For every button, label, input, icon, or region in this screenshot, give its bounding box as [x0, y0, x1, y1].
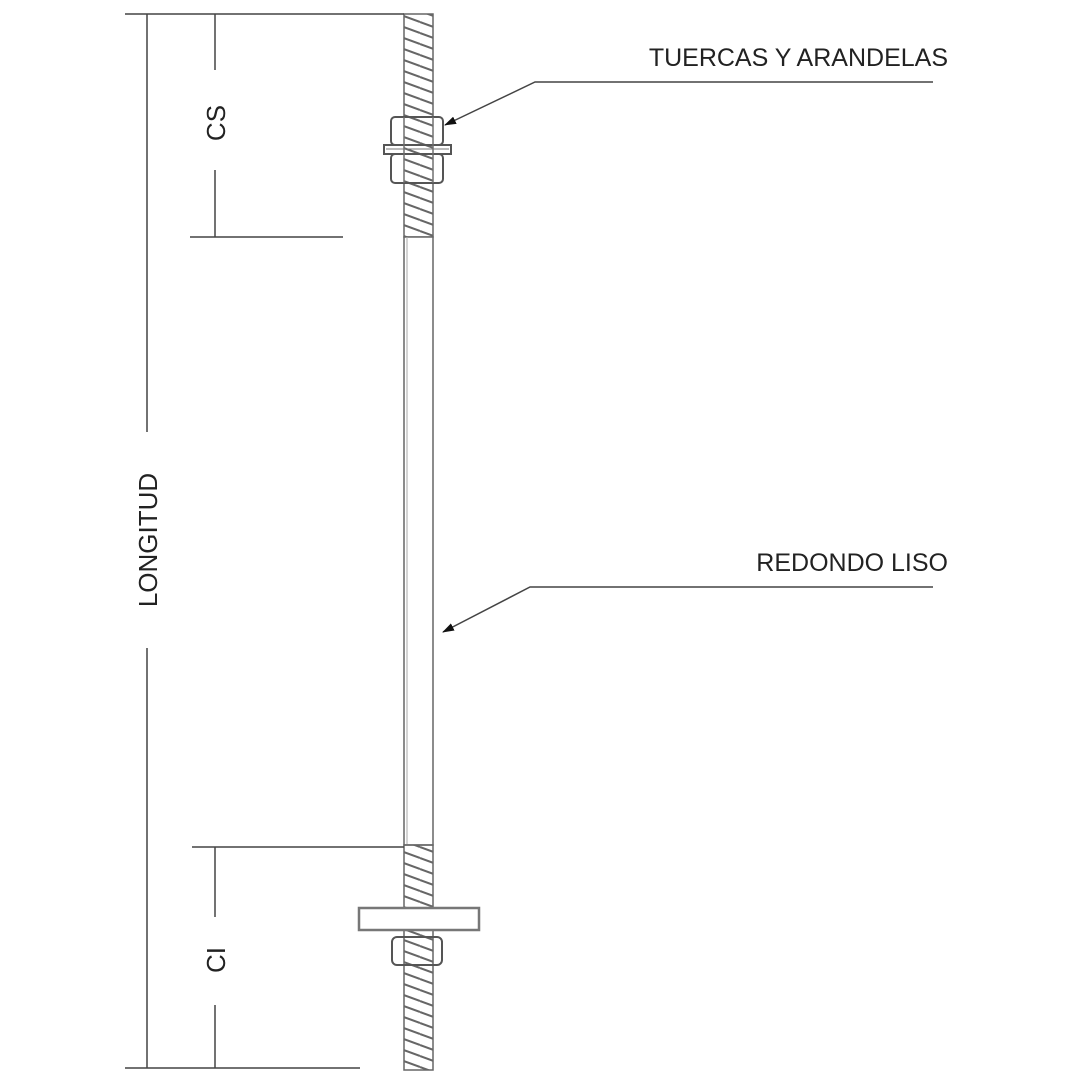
cs-label: CS — [201, 105, 231, 141]
bottom-assembly — [357, 906, 481, 966]
plain-rod-shaft — [403, 236, 434, 846]
length-dimension: LONGITUD — [125, 13, 404, 1069]
leader-plain-rod: REDONDO LISO — [442, 549, 948, 633]
lower-thread — [403, 844, 434, 1071]
bottom-nut — [391, 936, 443, 966]
bottom-washer-plate — [357, 906, 481, 932]
upper-nut-assembly — [383, 116, 452, 184]
leader-nuts: TUERCAS Y ARANDELAS — [444, 44, 948, 126]
nuts-washers-label: TUERCAS Y ARANDELAS — [649, 44, 948, 72]
plain-rod-label: REDONDO LISO — [756, 549, 948, 577]
rod — [403, 13, 434, 1071]
length-label: LONGITUD — [133, 473, 163, 607]
upper-dimension: CS — [190, 14, 343, 238]
ci-label: CI — [201, 947, 231, 973]
upper-nut — [390, 116, 444, 146]
lower-dimension: CI — [192, 846, 404, 1068]
lower-nut — [390, 153, 444, 184]
